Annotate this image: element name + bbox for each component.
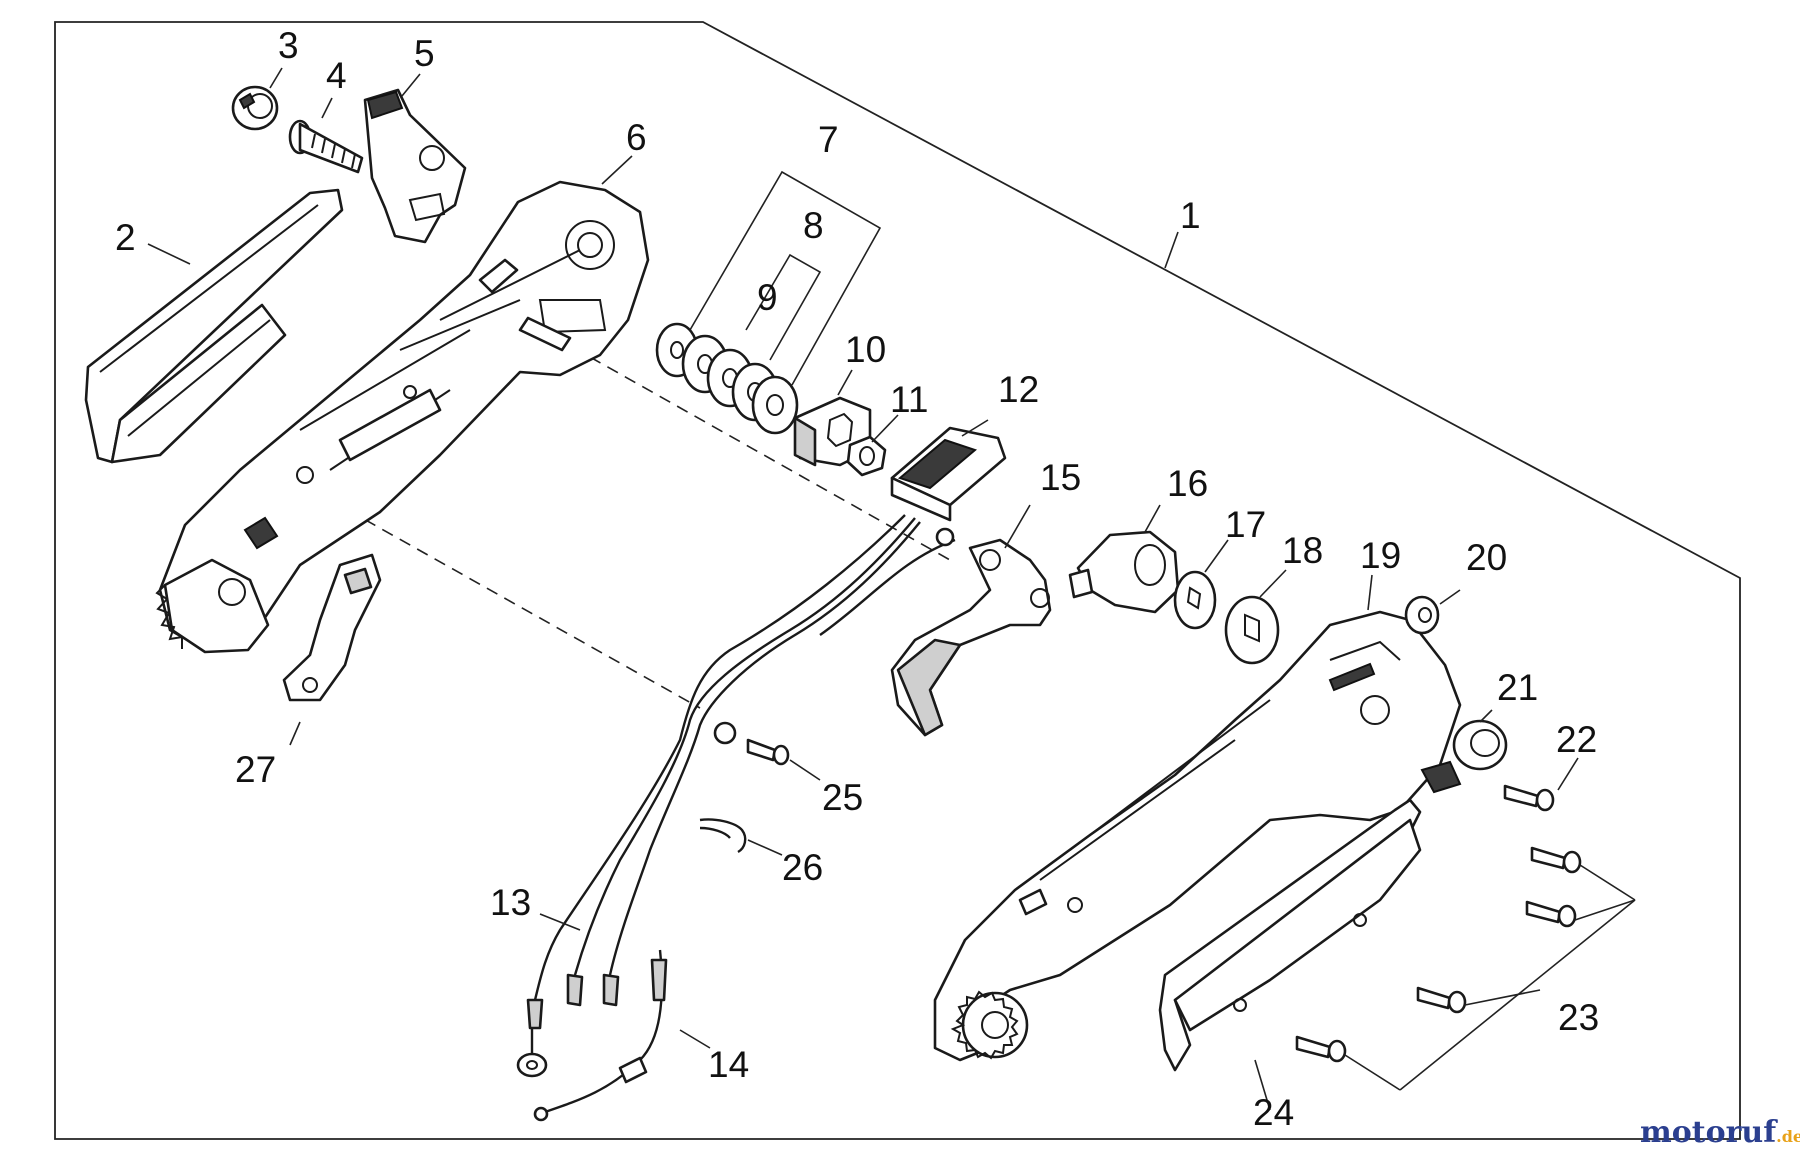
svg-text:motoruf.de: motoruf.de	[1640, 1115, 1800, 1150]
watermark-suffix: .de	[1776, 1127, 1800, 1146]
part-11-nut	[846, 435, 887, 477]
callout-8: 8	[803, 205, 824, 246]
callout-13: 13	[490, 882, 531, 923]
callout-7: 7	[818, 119, 839, 160]
callout-16: 16	[1167, 463, 1208, 504]
callout-2: 2	[115, 217, 136, 258]
part-23-screws	[1295, 846, 1582, 1063]
part-22-screw	[1503, 784, 1555, 812]
part-24-lower-cover	[1158, 798, 1422, 1072]
callout-25: 25	[822, 777, 863, 818]
part-25-screw	[746, 738, 790, 766]
callout-22: 22	[1556, 719, 1597, 760]
part-12-switch	[890, 426, 1007, 522]
callout-11: 11	[890, 379, 928, 420]
callout-1: 1	[1180, 195, 1201, 236]
part-6-handle-housing	[155, 180, 650, 654]
callout-9: 9	[757, 277, 778, 318]
callout-15: 15	[1040, 457, 1081, 498]
callout-19: 19	[1360, 535, 1401, 576]
callout-5: 5	[414, 33, 435, 74]
part-3-clamp-ring	[231, 85, 279, 131]
callout-24: 24	[1253, 1092, 1294, 1133]
callout-26: 26	[782, 847, 823, 888]
watermark-brand: motoruf	[1640, 1115, 1778, 1150]
leader-lines	[147, 67, 1636, 1111]
callout-18: 18	[1282, 530, 1323, 571]
callout-17: 17	[1225, 504, 1266, 545]
callout-23: 23	[1558, 997, 1599, 1038]
alignment-line-upper	[589, 356, 951, 561]
part-18-washer	[1224, 595, 1280, 665]
callout-brackets-7-8-9	[689, 170, 882, 386]
washer-stack	[655, 322, 799, 435]
part-15-trigger	[890, 538, 1052, 737]
callout-12: 12	[998, 369, 1039, 410]
callout-6: 6	[626, 117, 647, 158]
alignment-line-lower	[329, 499, 701, 709]
part-14-cable	[533, 949, 668, 1122]
part-20-grommet	[1404, 595, 1440, 635]
part-4-screw	[288, 119, 364, 174]
part-27-lever	[282, 553, 382, 702]
part-19-handle-housing	[933, 610, 1462, 1062]
part-17-washer	[1173, 570, 1217, 630]
part-16-holder	[1068, 530, 1180, 614]
assembly-frame	[54, 21, 1741, 1140]
callout-20: 20	[1466, 537, 1507, 578]
callout-3: 3	[278, 25, 299, 66]
part-21-clamp	[1420, 719, 1508, 794]
part-13-wiring-harness	[516, 514, 956, 1078]
part-26-clip	[699, 818, 747, 854]
callout-27: 27	[235, 749, 276, 790]
part-5-lever-lock	[363, 88, 467, 244]
watermark-logo: motoruf.de	[1640, 1115, 1800, 1150]
callout-labels: 1 2 3 4 5 6 7 8 9 10 11 12 13 14 15 16 1…	[115, 25, 1599, 1133]
callout-10: 10	[845, 329, 886, 370]
callout-21: 21	[1497, 667, 1538, 708]
part-2-cover-strip	[84, 188, 344, 464]
callout-14: 14	[708, 1044, 749, 1085]
callout-4: 4	[326, 55, 347, 96]
